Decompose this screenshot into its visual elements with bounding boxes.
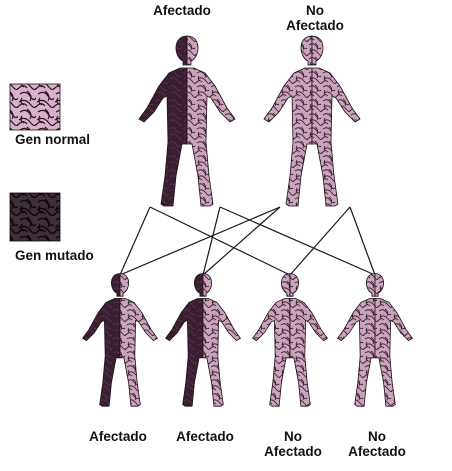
link-mother-right-child-3 (289, 206, 351, 276)
child-3-figure (252, 273, 328, 407)
father-figure (138, 35, 236, 207)
mutated-gene-half (165, 273, 204, 407)
mother-figure (263, 35, 361, 207)
link-father-right-child-4 (219, 206, 376, 276)
child-4-figure (337, 273, 413, 407)
family-figures (82, 35, 413, 407)
inheritance-lines (119, 206, 376, 276)
child-1-status-label: Afectado (78, 429, 158, 444)
normal-gene-half (374, 273, 413, 407)
normal-gene-half (202, 273, 241, 407)
status-label-line: Afectado (153, 3, 211, 18)
status-label-line: No (306, 3, 324, 18)
normal-gene-swatch (9, 83, 61, 131)
normal-gene-label: Gen normal (15, 132, 91, 147)
normal-gene-half (263, 35, 313, 207)
normal-gene-half (119, 273, 158, 407)
child-1-figure (82, 273, 158, 407)
link-mother-right-child-4 (349, 206, 376, 276)
normal-gene-half (252, 273, 291, 407)
mutated-gene-swatch (9, 192, 61, 242)
status-label-line: No (284, 429, 302, 444)
link-father-right-child-2 (202, 206, 221, 276)
link-father-left-child-1 (119, 206, 151, 276)
mutated-gene-half (82, 273, 121, 407)
link-mother-left-child-2 (202, 206, 281, 276)
link-father-left-child-3 (149, 206, 291, 276)
status-label-line: Afectado (348, 444, 406, 459)
normal-gene-half (311, 35, 361, 207)
child-2-status-label: Afectado (165, 429, 245, 444)
status-label-line: Afectado (176, 429, 234, 444)
child-2-figure (165, 273, 241, 407)
status-label-line: No (368, 429, 386, 444)
status-label-line: Afectado (264, 444, 322, 459)
father-status-label: Afectado (137, 3, 227, 18)
normal-gene-half (186, 35, 236, 207)
status-label-line: Afectado (89, 429, 147, 444)
mutated-gene-half (138, 35, 188, 207)
normal-gene-half (337, 273, 376, 407)
status-label-line: Afectado (286, 18, 344, 33)
mutated-gene-label: Gen mutado (15, 248, 94, 263)
normal-gene-half (289, 273, 328, 407)
link-mother-left-child-1 (119, 206, 281, 276)
